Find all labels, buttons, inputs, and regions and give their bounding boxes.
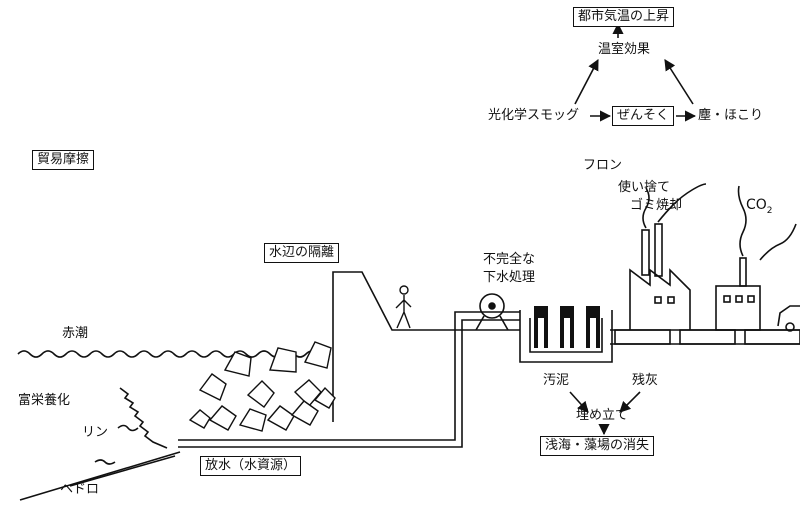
label-photochemical-smog: 光化学スモッグ bbox=[488, 108, 580, 123]
discharge-pipe bbox=[178, 311, 520, 441]
arrow-dust-to-greenhouse bbox=[664, 59, 694, 105]
label-sludge: ヘドロ bbox=[60, 482, 100, 497]
car-wheel bbox=[785, 322, 795, 332]
label-incomplete: 不完全な bbox=[483, 252, 536, 267]
label-red-tide: 赤潮 bbox=[62, 326, 89, 341]
smoke-4 bbox=[759, 223, 797, 261]
walking-person bbox=[395, 285, 412, 329]
treatment-tank bbox=[519, 310, 613, 363]
label-trade-friction: 貿易摩擦 bbox=[32, 150, 95, 170]
seawall bbox=[332, 271, 455, 422]
seabed-slope bbox=[119, 387, 168, 449]
label-sewage-sludge: 汚泥 bbox=[543, 373, 570, 388]
label-dust: 塵・ほこり bbox=[698, 108, 764, 123]
label-urban-temp-rise: 都市気温の上昇 bbox=[573, 7, 675, 27]
treatment-tank-inner bbox=[529, 318, 603, 353]
car bbox=[777, 305, 800, 327]
label-disposable: 使い捨て bbox=[618, 180, 671, 195]
road-block-2 bbox=[679, 329, 736, 345]
label-discharge: 放水（水資源） bbox=[200, 456, 302, 476]
arrow-ash-to-landfill bbox=[619, 391, 641, 413]
sludge-slope-inner bbox=[69, 455, 176, 487]
pump-stand bbox=[475, 315, 509, 331]
office-window-2 bbox=[735, 295, 743, 303]
label-freon: フロン bbox=[583, 158, 623, 173]
smoke-2 bbox=[657, 183, 707, 223]
label-garbage-incineration: ゴミ焼却 bbox=[630, 198, 683, 213]
label-co2: CO2 bbox=[746, 197, 773, 216]
pump-wheel bbox=[479, 293, 505, 319]
chimney-1 bbox=[641, 229, 650, 276]
label-shallow-sea-loss: 浅海・藻場の消失 bbox=[540, 436, 655, 456]
label-sewage-treatment: 下水処理 bbox=[483, 270, 536, 285]
phosphorus-squiggle bbox=[117, 424, 139, 432]
office-window-3 bbox=[747, 295, 755, 303]
label-eutrophication: 富栄養化 bbox=[18, 393, 71, 408]
discharge-pipe-inner bbox=[178, 319, 520, 448]
factory-window-2 bbox=[667, 296, 675, 304]
chimney-2 bbox=[654, 223, 663, 277]
road-block-1 bbox=[614, 329, 671, 345]
factory bbox=[629, 268, 691, 330]
arrow-smog-to-greenhouse bbox=[574, 59, 599, 105]
label-phosphorus: リン bbox=[82, 425, 109, 440]
arrow-sludge-to-landfill bbox=[569, 391, 589, 413]
office-building bbox=[715, 285, 761, 331]
label-landfill: 埋め立て bbox=[576, 408, 629, 423]
chimney-3 bbox=[739, 257, 747, 287]
phosphorus-squiggle-2 bbox=[94, 459, 116, 465]
office-window-1 bbox=[723, 295, 731, 303]
road-block-3 bbox=[744, 329, 800, 345]
tetrapod-breakwater bbox=[188, 341, 336, 432]
pump-hub bbox=[488, 302, 496, 310]
label-asthma: ぜんそく bbox=[612, 106, 675, 126]
factory-window-1 bbox=[654, 296, 662, 304]
sludge-slope bbox=[19, 451, 181, 501]
smoke-3 bbox=[737, 185, 747, 257]
smoke-1 bbox=[642, 187, 650, 229]
label-greenhouse-effect: 温室効果 bbox=[598, 42, 651, 57]
label-waterfront-isolation: 水辺の隔離 bbox=[264, 243, 340, 263]
label-ash: 残灰 bbox=[632, 373, 659, 388]
